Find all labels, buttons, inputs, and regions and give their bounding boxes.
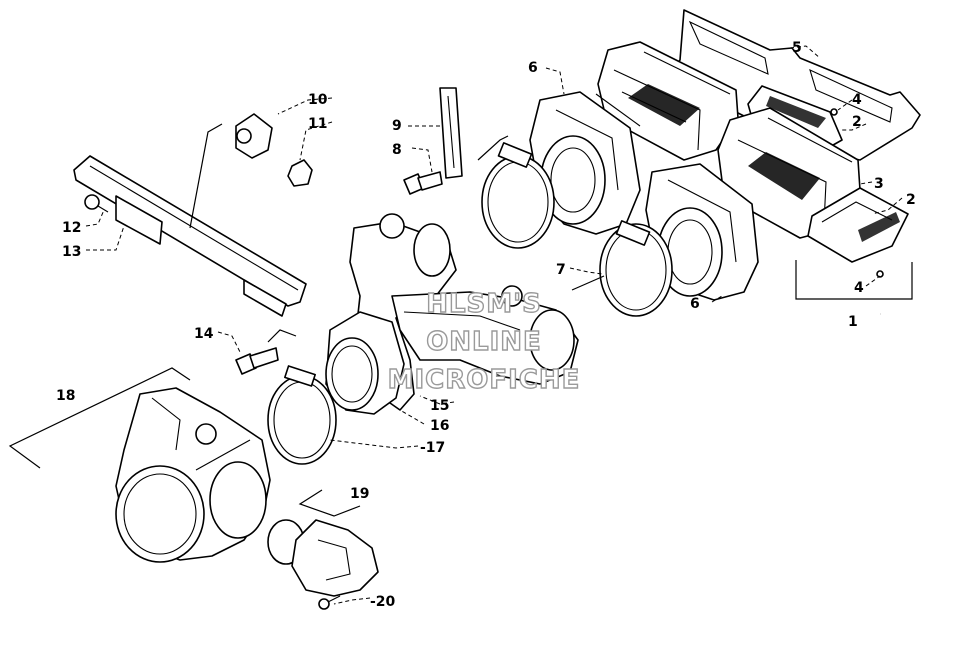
boot-16 bbox=[325, 311, 405, 415]
callout-12: 12 bbox=[62, 220, 81, 236]
callouts: 1 2 2 3 4 4 5 6 6 7 8 9 10 11 12 13 14 1… bbox=[56, 40, 916, 610]
callout-6-upper: 6 bbox=[528, 60, 538, 76]
intake-boot-lower bbox=[645, 163, 759, 301]
watermark: HLSM'S ONLINE MICROFICHE bbox=[387, 288, 581, 395]
clamp-lower bbox=[599, 220, 673, 317]
screw-lower bbox=[876, 270, 884, 278]
group-brackets bbox=[8, 123, 605, 517]
callout-8: 8 bbox=[392, 142, 402, 158]
callout-10: 10 bbox=[308, 92, 328, 108]
callout-3: 3 bbox=[874, 176, 884, 192]
callout-2-lower: 2 bbox=[906, 192, 916, 208]
bolt-12 bbox=[84, 194, 109, 213]
callout-1: 1 bbox=[848, 314, 858, 330]
fuel-rail bbox=[73, 155, 307, 317]
reed-valve-cage-right bbox=[717, 107, 861, 239]
callout-16: 16 bbox=[430, 418, 449, 434]
screw-upper bbox=[830, 108, 838, 116]
clamp-17 bbox=[267, 365, 337, 465]
group-1-bracket bbox=[795, 260, 913, 300]
callout-9: 9 bbox=[392, 118, 402, 134]
callout-19: 19 bbox=[350, 486, 369, 502]
watermark-line-3: MICROFICHE bbox=[388, 365, 581, 395]
cover-19 bbox=[291, 519, 379, 597]
callout-13: 13 bbox=[62, 244, 81, 260]
reed-valve-cage-left bbox=[597, 41, 739, 161]
throttle-body bbox=[115, 387, 271, 563]
nut-11 bbox=[287, 159, 313, 187]
callout-7: 7 bbox=[556, 262, 566, 278]
callout-4-lower: 4 bbox=[854, 280, 864, 296]
sensor-10 bbox=[235, 113, 273, 159]
callout-15: 15 bbox=[430, 398, 449, 414]
bolt-14 bbox=[235, 347, 279, 375]
callout-14: 14 bbox=[194, 326, 214, 342]
watermark-line-2: ONLINE bbox=[426, 327, 542, 357]
clamp-upper bbox=[481, 142, 555, 249]
callout-2-upper: 2 bbox=[852, 114, 862, 130]
callout-17: -17 bbox=[420, 440, 445, 456]
callout-11: 11 bbox=[308, 116, 327, 132]
leader-lines bbox=[85, 45, 903, 605]
callout-6-lower: 6 bbox=[690, 296, 700, 312]
bolt-8 bbox=[403, 171, 443, 195]
callout-5: 5 bbox=[792, 40, 802, 56]
bracket-strap bbox=[439, 87, 463, 179]
callout-4-upper: 4 bbox=[852, 92, 862, 108]
reed-gasket-lower bbox=[807, 187, 909, 263]
callout-18: 18 bbox=[56, 388, 75, 404]
screw-20 bbox=[318, 595, 341, 610]
watermark-line-1: HLSM'S bbox=[426, 289, 542, 319]
callout-20: -20 bbox=[370, 594, 396, 610]
